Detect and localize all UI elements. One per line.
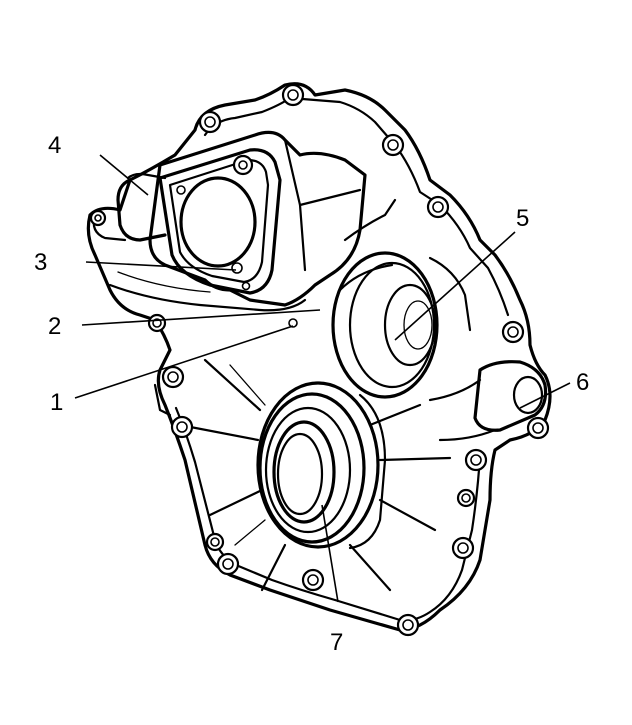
- leader-5: [394, 231, 516, 341]
- leader-4: [99, 154, 149, 196]
- sensor-boss: [428, 360, 548, 442]
- leader-2: [81, 309, 321, 326]
- cover-ribs: [178, 358, 452, 592]
- large-bore-opening: [331, 198, 472, 399]
- callout-3: 3: [34, 249, 47, 276]
- leader-7: [321, 504, 339, 603]
- callout-5: 5: [516, 205, 529, 232]
- front-crankshaft-seal: [256, 381, 387, 550]
- leader-lines: [74, 154, 571, 603]
- callout-6: 6: [576, 369, 589, 396]
- perimeter-bolt-bosses: [147, 83, 550, 637]
- callout-2: 2: [48, 313, 61, 340]
- leader-6: [519, 382, 571, 409]
- leader-1: [74, 325, 294, 399]
- callout-7: 7: [330, 629, 343, 656]
- callout-1: 1: [50, 389, 63, 416]
- leader-3: [85, 261, 237, 271]
- callout-4: 4: [48, 132, 61, 159]
- upper-housing-block: [89, 130, 367, 312]
- callout-labels: 4 3 2 1 5 6 7: [34, 132, 589, 656]
